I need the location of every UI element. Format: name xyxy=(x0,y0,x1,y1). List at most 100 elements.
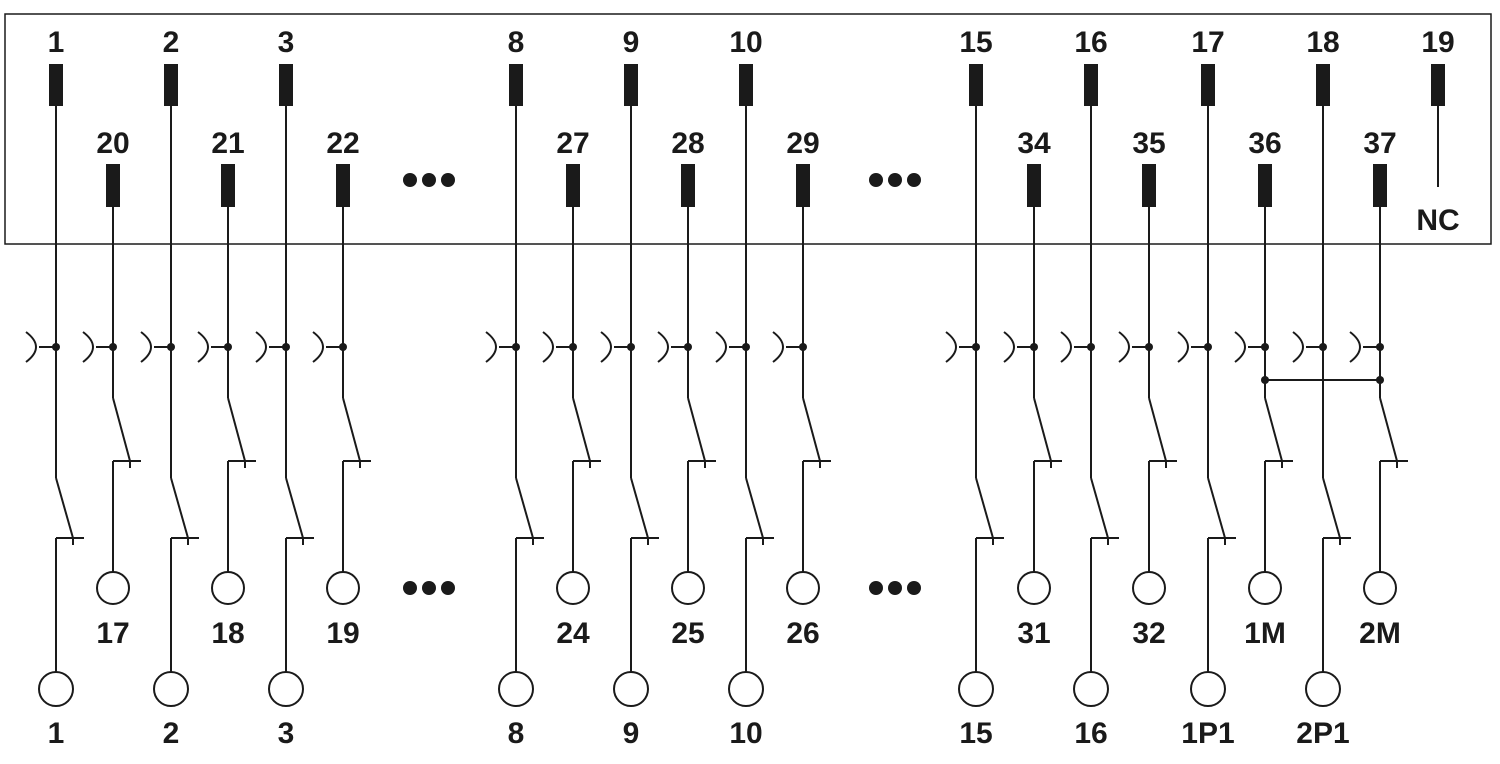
junction-dot xyxy=(52,343,60,351)
circuit-long: 2 xyxy=(140,104,199,750)
pin-block xyxy=(221,164,235,207)
diagram-parts xyxy=(1261,376,1384,384)
terminal-circle xyxy=(1017,571,1051,605)
pin-label: 1 xyxy=(48,26,65,59)
plug-contact-icon xyxy=(485,331,497,363)
terminal-circle xyxy=(268,671,304,707)
switch-blade-icon xyxy=(687,397,706,462)
pin-label: 8 xyxy=(508,26,525,59)
pin-block xyxy=(1373,164,1387,207)
terminal-label: 2M xyxy=(1359,617,1401,650)
pin-block xyxy=(509,64,523,106)
pin-block xyxy=(106,164,120,207)
circuit-long: 10 xyxy=(715,104,774,750)
junction-dot xyxy=(627,343,635,351)
terminal-label: 24 xyxy=(556,617,590,650)
plug-contact-icon xyxy=(1060,331,1072,363)
terminal-circle xyxy=(153,671,189,707)
ellipsis-icon xyxy=(869,581,921,595)
switch-blade-icon xyxy=(170,477,189,539)
circuit-short: 2M xyxy=(1349,206,1408,650)
pin-label: 36 xyxy=(1248,127,1281,160)
pin-block xyxy=(1316,64,1330,106)
plug-contact-icon xyxy=(1118,331,1130,363)
pin-block xyxy=(279,64,293,106)
plug-contact-icon xyxy=(312,331,324,363)
junction-dot xyxy=(109,343,117,351)
pin-label: 29 xyxy=(786,127,819,160)
junction-dot xyxy=(512,343,520,351)
pin-block xyxy=(1201,64,1215,106)
junction-dot xyxy=(167,343,175,351)
pin-block xyxy=(681,164,695,207)
switch-blade-icon xyxy=(1033,397,1052,462)
pin-label: 15 xyxy=(959,26,992,59)
switch-blade-icon xyxy=(1264,397,1283,462)
ellipsis-icon xyxy=(869,173,921,187)
switch-blade-icon xyxy=(227,397,246,462)
terminal-circle xyxy=(1190,671,1226,707)
pin-label: 16 xyxy=(1074,26,1107,59)
junction-dot xyxy=(742,343,750,351)
switch-blade-icon xyxy=(630,477,649,539)
plug-contact-icon xyxy=(25,331,37,363)
plug-contact-icon xyxy=(255,331,267,363)
terminal-circle xyxy=(96,571,130,605)
pin-label: 20 xyxy=(96,127,129,160)
plug-contact-icon xyxy=(1349,331,1361,363)
terminal-circle xyxy=(671,571,705,605)
pin-block xyxy=(624,64,638,106)
terminal-label: 9 xyxy=(623,717,640,750)
plug-contact-icon xyxy=(945,331,957,363)
circuit-long: 3 xyxy=(255,104,314,750)
terminal-label: 18 xyxy=(211,617,244,650)
terminal-label: 17 xyxy=(96,617,129,650)
switch-blade-icon xyxy=(285,477,304,539)
pin-label: 10 xyxy=(729,26,762,59)
terminal-label: 3 xyxy=(278,717,295,750)
pin-label: 17 xyxy=(1191,26,1224,59)
pin-label: 35 xyxy=(1132,127,1165,160)
terminal-circle xyxy=(1073,671,1109,707)
junction-dot xyxy=(1261,343,1269,351)
junction-dot xyxy=(684,343,692,351)
pin-label: 37 xyxy=(1363,127,1396,160)
circuit-short: 1M xyxy=(1234,206,1293,650)
junction-dot xyxy=(1319,343,1327,351)
pin-block xyxy=(1431,64,1445,106)
circuit-short: 24 xyxy=(542,206,601,650)
terminal-label: 31 xyxy=(1017,617,1050,650)
terminal-label: 16 xyxy=(1074,717,1107,750)
junction-dot xyxy=(1261,376,1269,384)
terminal-circle xyxy=(1305,671,1341,707)
junction-dot xyxy=(569,343,577,351)
terminal-circle xyxy=(38,671,74,707)
pin-label: 28 xyxy=(671,127,704,160)
junction-dot xyxy=(1145,343,1153,351)
terminal-circle xyxy=(1248,571,1282,605)
pin-block xyxy=(1142,164,1156,207)
plug-contact-icon xyxy=(600,331,612,363)
terminal-label: 26 xyxy=(786,617,819,650)
terminal-circle xyxy=(1132,571,1166,605)
terminal-label: 1 xyxy=(48,717,65,750)
pin-label: 21 xyxy=(211,127,244,160)
circuit-long: 8 xyxy=(485,104,544,750)
pin-block xyxy=(739,64,753,106)
circuit-long: 15 xyxy=(945,104,1004,750)
junction-dot xyxy=(972,343,980,351)
terminal-circle xyxy=(613,671,649,707)
pin-label: 22 xyxy=(326,127,359,160)
pin-label: 19 xyxy=(1421,26,1454,59)
circuit-short: 32 xyxy=(1118,206,1177,650)
circuit-short: 26 xyxy=(772,206,831,650)
switch-blade-icon xyxy=(55,477,74,539)
plug-contact-icon xyxy=(715,331,727,363)
plug-contact-icon xyxy=(1292,331,1304,363)
pin-label: 2 xyxy=(163,26,180,59)
terminal-circle xyxy=(728,671,764,707)
terminal-label: 2 xyxy=(163,717,180,750)
